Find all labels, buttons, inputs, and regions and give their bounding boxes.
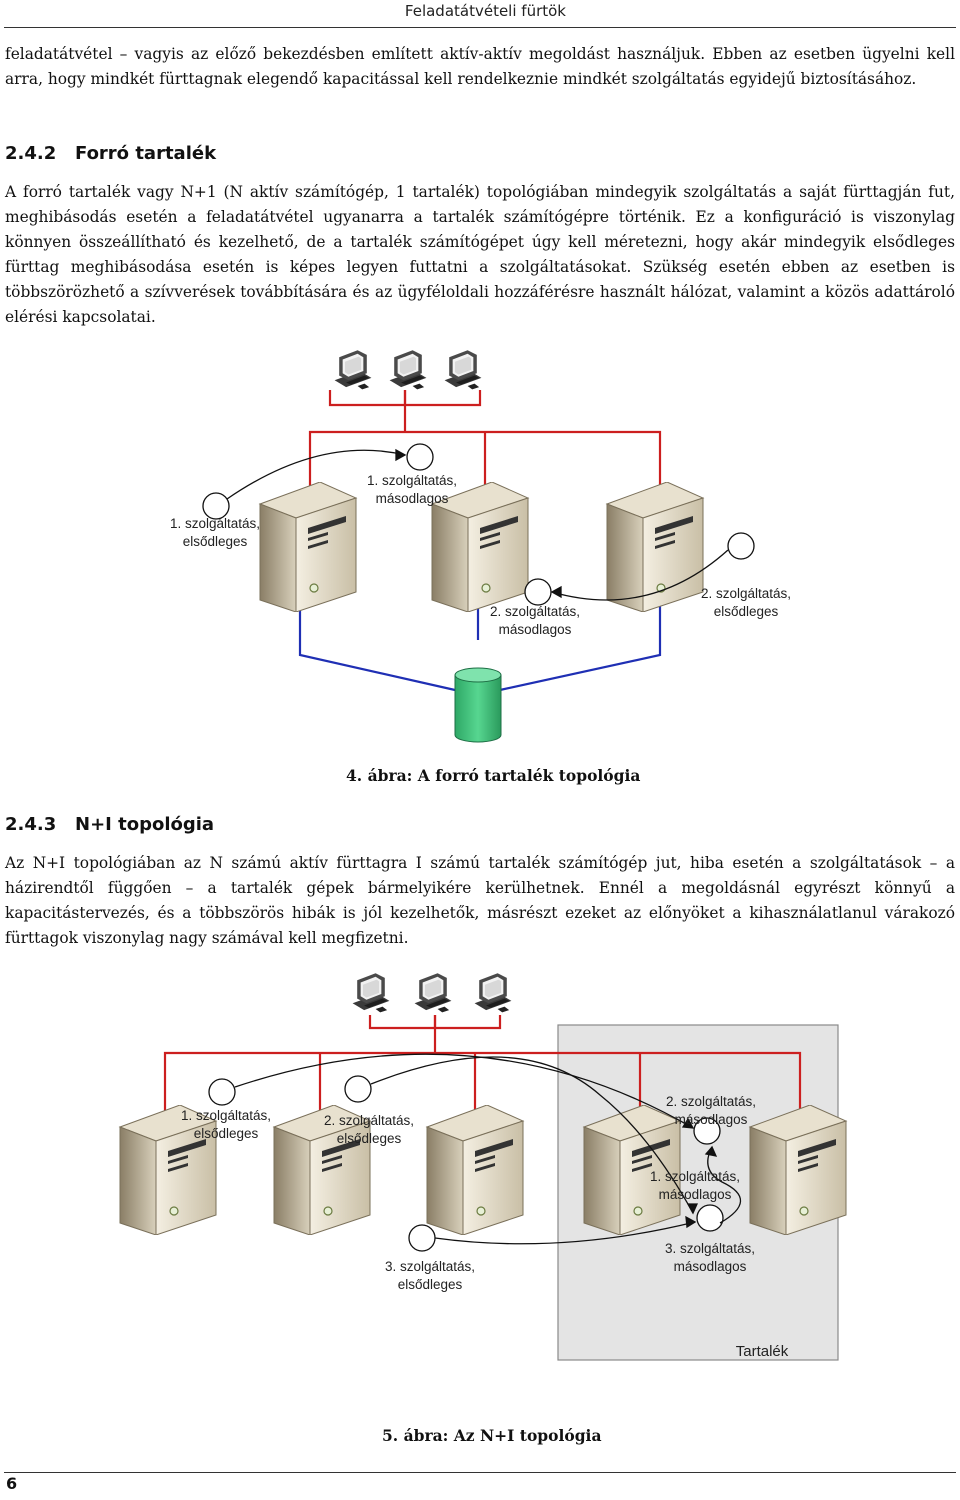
label-s1-secondary-line1: 1. szolgáltatás,	[650, 1169, 740, 1184]
page-number: 6	[6, 1474, 18, 1493]
label-s1-secondary-line2: másodlagos	[659, 1187, 732, 1202]
section-title: N+I topológia	[75, 814, 215, 835]
label-s1-primary-line1: 1. szolgáltatás,	[170, 516, 260, 531]
shared-storage-icon	[454, 667, 502, 743]
client-network-lines	[308, 390, 662, 486]
label-s2-primary-line2: elsődleges	[714, 604, 779, 619]
client-network-lines	[163, 1015, 802, 1113]
label-s3-primary-line2: elsődleges	[398, 1277, 463, 1292]
server-icon	[259, 482, 357, 612]
intro-paragraph: feladatátvétel – vagyis az előző bekezdé…	[5, 45, 955, 88]
label-s2-secondary-line2: másodlagos	[675, 1112, 748, 1127]
figure-5-caption: 5. ábra: Az N+I topológia	[382, 1426, 602, 1445]
footer-rule	[4, 1472, 956, 1473]
label-s2-secondary-line1: 2. szolgáltatás,	[490, 604, 580, 619]
label-s3-secondary-line2: másodlagos	[674, 1259, 747, 1274]
label-s1-secondary-line2: másodlagos	[376, 491, 449, 506]
label-reserve: Tartalék	[736, 1343, 789, 1360]
failover-arrows	[234, 1053, 742, 1245]
failover-arrows	[226, 448, 729, 601]
server-icon	[426, 1105, 524, 1235]
service-node-icon	[696, 1204, 724, 1232]
label-s2-secondary-line1: 2. szolgáltatás,	[666, 1094, 756, 1109]
running-head: Feladatátvételi fürtök	[404, 2, 566, 20]
figure-5-n-plus-i-diagram: 1. szolgáltatás, elsődleges 2. szolgálta…	[119, 973, 847, 1361]
label-s1-primary-line1: 1. szolgáltatás,	[181, 1108, 271, 1123]
label-s1-primary-line2: elsődleges	[183, 534, 248, 549]
section-2-4-3-paragraph: Az N+I topológiában az N számú aktív für…	[5, 854, 955, 947]
label-s1-secondary-line1: 1. szolgáltatás,	[367, 473, 457, 488]
service-node-icon	[344, 1075, 372, 1103]
service-node-icon	[208, 1078, 236, 1106]
section-2-4-2-paragraph: A forró tartalék vagy N+1 (N aktív számí…	[5, 183, 955, 326]
header-rule	[4, 27, 956, 28]
workstation-icon	[389, 350, 427, 390]
section-heading-2-4-3: 2.4.3 N+I topológia	[5, 812, 214, 838]
workstation-icon	[352, 973, 390, 1013]
label-s2-primary-line2: elsődleges	[337, 1131, 402, 1146]
label-s3-secondary-line1: 3. szolgáltatás,	[665, 1241, 755, 1256]
label-s2-primary-line1: 2. szolgáltatás,	[701, 586, 791, 601]
workstation-icon	[334, 350, 372, 390]
service-node-icon	[408, 1224, 436, 1252]
service-node-icon	[727, 532, 755, 560]
label-s2-primary-line1: 2. szolgáltatás,	[324, 1113, 414, 1128]
section-number: 2.4.2	[5, 143, 57, 164]
service-node-icon	[524, 578, 552, 606]
section-title: Forró tartalék	[75, 143, 217, 164]
service-node-icon	[693, 1117, 721, 1145]
workstation-icon	[414, 973, 452, 1013]
figure-4-caption: 4. ábra: A forró tartalék topológia	[346, 766, 641, 785]
label-s1-primary-line2: elsődleges	[194, 1126, 259, 1141]
server-icon	[749, 1105, 847, 1235]
service-node-icon	[202, 492, 230, 520]
service-node-icon	[406, 443, 434, 471]
server-icon	[119, 1105, 217, 1235]
workstation-icon	[474, 973, 512, 1013]
label-s3-primary-line1: 3. szolgáltatás,	[385, 1259, 475, 1274]
section-number: 2.4.3	[5, 814, 57, 835]
workstation-icon	[444, 350, 482, 390]
figure-4-hot-standby-diagram: 1. szolgáltatás, elsődleges 1. szolgálta…	[170, 350, 791, 743]
label-s2-secondary-line2: másodlagos	[499, 622, 572, 637]
section-heading-2-4-2: 2.4.2 Forró tartalék	[5, 141, 216, 167]
